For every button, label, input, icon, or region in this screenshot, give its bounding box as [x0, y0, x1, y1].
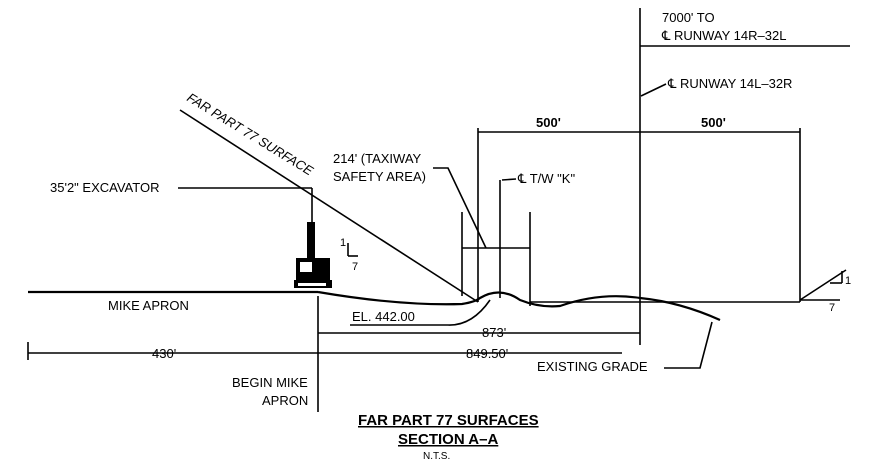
taxiway-k-leader	[501, 178, 517, 181]
existing-grade-label: EXISTING GRADE	[537, 359, 648, 374]
dim-500-left-label: 500'	[536, 115, 561, 130]
right-slope-run: 7	[829, 302, 835, 314]
dim-873-label: 873'	[482, 325, 506, 340]
excavator-icon	[294, 222, 332, 288]
mike-apron-label: MIKE APRON	[108, 298, 189, 313]
begin-mike-apron-line2: APRON	[262, 393, 308, 408]
right-slope-rise: 1	[845, 275, 851, 287]
right-slope-line	[799, 269, 847, 301]
dim-430-label: 430'	[152, 346, 176, 361]
runway-14l-leader	[640, 83, 667, 97]
runway-14l-label: ℄ RUNWAY 14L–32R	[667, 76, 792, 91]
far-part-77-surface-label: FAR PART 77 SURFACE	[184, 90, 316, 179]
taxiway-safety-area-leader	[433, 167, 487, 249]
taxiway-k-label: ℄ T/W "K"	[517, 171, 575, 186]
taxiway-safety-area-line2: SAFETY AREA)	[333, 169, 426, 184]
existing-grade-profile	[317, 290, 721, 322]
left-slope-run: 7	[352, 261, 358, 273]
dim-500-right-label: 500'	[701, 115, 726, 130]
dim-849-label: 849.50'	[466, 346, 508, 361]
left-slope-rise: 1	[340, 237, 346, 249]
taxiway-safety-area-line1: 214' (TAXIWAY	[333, 151, 422, 166]
nts-label: N.T.S.	[423, 451, 450, 462]
elevation-label: EL. 442.00	[352, 309, 415, 324]
excavator-label: 35'2" EXCAVATOR	[50, 180, 159, 195]
runway-14r-label-line1: 7000' TO	[662, 10, 715, 25]
title-line2: SECTION A–A	[398, 431, 498, 448]
existing-grade-leader	[664, 321, 713, 369]
runway-14r-label-line2: ℄ RUNWAY 14R–32L	[661, 28, 786, 43]
elevation-leader	[447, 299, 491, 326]
begin-mike-apron-line1: BEGIN MIKE	[232, 375, 308, 390]
title-line1: FAR PART 77 SURFACES	[358, 412, 539, 429]
far-part-77-surface-line	[179, 109, 479, 303]
